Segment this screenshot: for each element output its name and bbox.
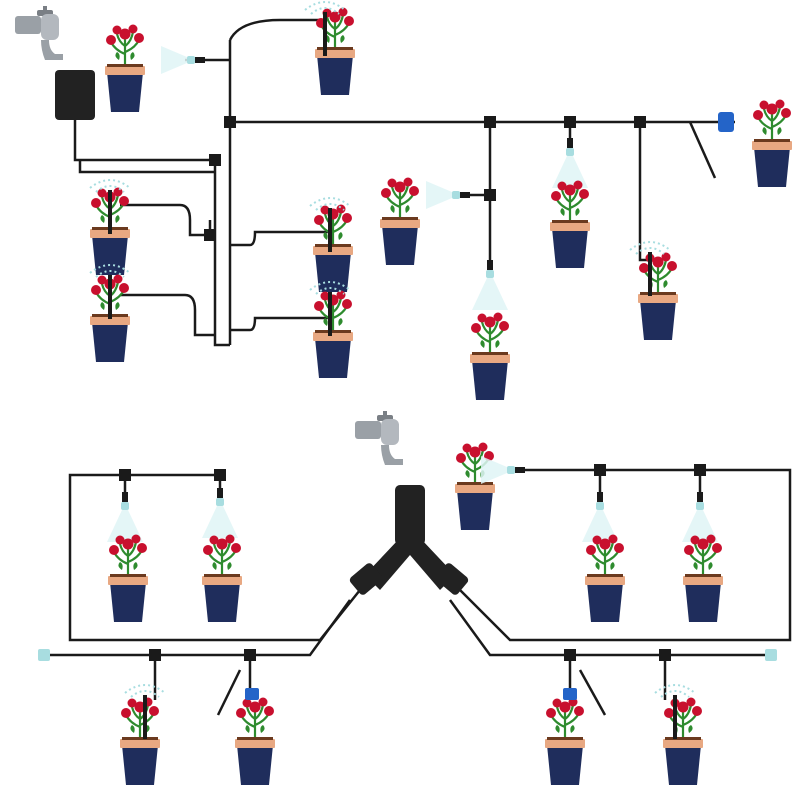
mist-nozzle-icon xyxy=(107,492,143,542)
mist-nozzle-icon xyxy=(161,46,205,74)
mist-nozzle-icon xyxy=(202,488,238,538)
potted-flower-icon xyxy=(453,441,497,532)
mist-nozzle-icon xyxy=(582,492,618,542)
potted-flower-icon xyxy=(118,696,162,787)
potted-flower-icon xyxy=(681,533,725,624)
potted-flower-icon xyxy=(661,696,705,787)
end-plug-icon xyxy=(38,649,777,661)
potted-flower-icon xyxy=(750,98,794,189)
potted-flower-icon xyxy=(543,696,587,787)
mist-nozzle-icon xyxy=(552,138,588,188)
hose-connector xyxy=(55,70,95,120)
mist-nozzle-icon xyxy=(426,181,470,209)
potted-flower-icon xyxy=(106,533,150,624)
potted-flower-icon xyxy=(468,311,512,402)
end-plug-icon xyxy=(718,112,734,132)
potted-flower-icon xyxy=(548,179,592,270)
faucet-icon xyxy=(15,6,63,60)
potted-flower-icon xyxy=(103,23,147,114)
potted-flower-icon xyxy=(636,251,680,342)
mist-nozzle-icon xyxy=(481,456,525,484)
potted-flower-icon xyxy=(233,696,277,787)
potted-flower-icon xyxy=(311,203,355,294)
faucet-icon xyxy=(355,411,403,465)
mist-nozzle-icon xyxy=(472,260,508,310)
potted-flower-icon xyxy=(378,176,422,267)
tee-connectors xyxy=(204,116,646,241)
potted-flower-icon xyxy=(311,289,355,380)
mist-nozzle-icon xyxy=(682,492,718,542)
stake-dripper-icon xyxy=(563,688,577,700)
potted-flower-icon xyxy=(583,533,627,624)
stake-dripper-icon xyxy=(124,684,166,740)
y-splitter-icon xyxy=(349,485,469,595)
potted-flower-icon xyxy=(313,6,357,97)
tee-connectors xyxy=(119,464,706,661)
potted-flower-icon xyxy=(200,533,244,624)
stake-dripper-icon xyxy=(245,688,259,700)
